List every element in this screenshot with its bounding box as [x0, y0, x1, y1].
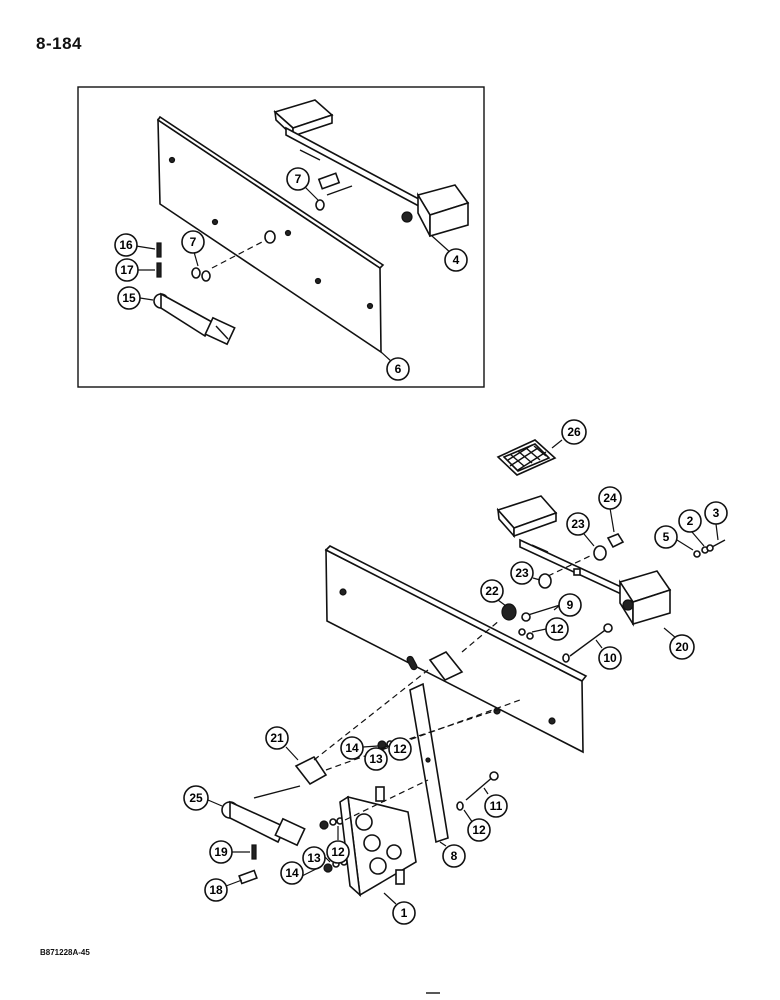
svg-text:18: 18	[209, 883, 223, 897]
svg-text:12: 12	[393, 742, 407, 756]
callout-15: 15	[117, 286, 154, 310]
svg-text:6: 6	[395, 362, 402, 376]
assembly-dashed-lines	[313, 555, 591, 821]
main-pedal-assembly	[496, 495, 672, 627]
callout-11: 11	[483, 787, 508, 818]
callout-19: 19	[209, 840, 250, 864]
callout-23-lower: 23	[510, 561, 541, 585]
svg-text:12: 12	[472, 823, 486, 837]
callout-26: 26	[551, 419, 587, 449]
inset-pedal-assembly	[273, 99, 470, 238]
bushings	[294, 650, 464, 786]
callout-12-lower: 12	[326, 826, 350, 864]
callout-14-lower: 14	[280, 861, 323, 885]
hardware-parts	[238, 533, 726, 885]
svg-text:7: 7	[190, 235, 197, 249]
callout-16: 16	[114, 233, 156, 257]
callout-18: 18	[204, 878, 243, 902]
callout-22: 22	[480, 579, 507, 607]
svg-text:17: 17	[120, 263, 134, 277]
callout-12-right: 12	[531, 617, 569, 641]
callout-17: 17	[115, 258, 155, 282]
svg-text:15: 15	[122, 291, 136, 305]
svg-text:14: 14	[285, 866, 299, 880]
svg-text:13: 13	[369, 752, 383, 766]
svg-text:26: 26	[567, 425, 581, 439]
svg-text:22: 22	[485, 584, 499, 598]
svg-text:11: 11	[490, 799, 503, 813]
svg-text:19: 19	[214, 845, 228, 859]
callout-4: 2	[678, 509, 705, 547]
svg-text:25: 25	[189, 791, 203, 805]
callout-25: 25	[183, 785, 223, 811]
svg-text:5: 5	[663, 530, 670, 544]
bracket	[409, 682, 449, 844]
callout-1: 1	[383, 892, 416, 925]
svg-text:7: 7	[295, 172, 302, 186]
svg-text:20: 20	[675, 640, 689, 654]
callout-20: 20	[663, 627, 695, 660]
callout-24: 24	[598, 486, 622, 533]
valve-body	[339, 786, 417, 898]
callout-12-right-lower: 12	[463, 809, 491, 842]
callout-13-lower: 13	[302, 846, 331, 870]
svg-text:16: 16	[119, 238, 133, 252]
svg-text:24: 24	[603, 491, 617, 505]
svg-text:21: 21	[270, 731, 284, 745]
callout-10: 10	[595, 639, 622, 670]
callout-2: 4	[431, 235, 468, 272]
callout-5: 5	[654, 525, 694, 551]
page-number: 8-184	[36, 34, 82, 53]
inset-washers	[191, 199, 325, 282]
figure-code: B871228A-45	[40, 948, 90, 957]
callout-13-upper: 13	[364, 745, 389, 771]
pedal-rubber-pad	[496, 439, 557, 476]
callout-8: 8	[439, 841, 466, 868]
svg-text:14: 14	[345, 741, 359, 755]
callout-14-upper: 14	[340, 736, 379, 760]
svg-text:13: 13	[307, 851, 321, 865]
callout-21: 21	[265, 726, 299, 761]
svg-text:2: 2	[687, 514, 694, 528]
callout-12-upper: 12	[388, 737, 412, 761]
inset-lever-arm	[153, 242, 236, 346]
callout-3: 3	[704, 501, 728, 541]
inset-box	[77, 86, 485, 388]
callout-7-top: 7	[286, 167, 319, 201]
main-lever-arm	[221, 785, 306, 847]
svg-text:23: 23	[571, 517, 585, 531]
svg-text:1: 1	[401, 906, 408, 920]
callout-7-left: 7	[181, 230, 205, 267]
callout-6: 6	[380, 351, 410, 381]
svg-text:12: 12	[550, 622, 564, 636]
callout-23-upper: 23	[566, 512, 595, 547]
svg-text:12: 12	[331, 845, 345, 859]
svg-text:4: 4	[453, 253, 460, 267]
svg-text:8: 8	[451, 849, 458, 863]
svg-text:9: 9	[567, 598, 574, 612]
svg-text:23: 23	[515, 566, 529, 580]
svg-text:10: 10	[603, 651, 617, 665]
svg-text:3: 3	[713, 506, 720, 520]
callout-9: 9	[553, 593, 582, 617]
